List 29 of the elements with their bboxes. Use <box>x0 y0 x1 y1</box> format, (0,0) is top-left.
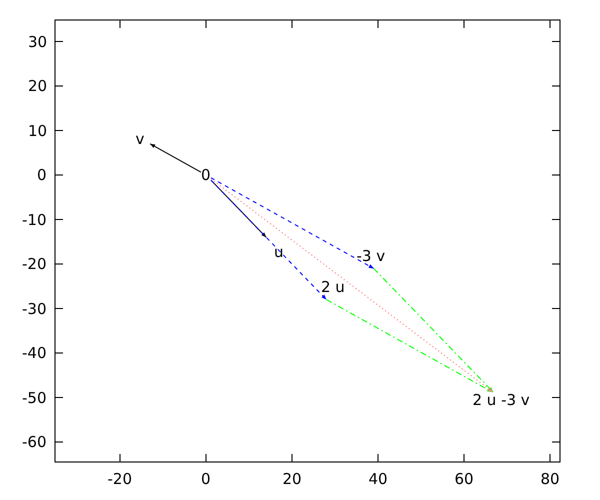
vector-label: v <box>136 131 150 147</box>
axis-tick-label: -60 <box>22 434 46 450</box>
axis-tick-label: -40 <box>22 345 46 361</box>
axis-tick-label: 60 <box>454 471 474 487</box>
vector-arrow <box>210 180 267 238</box>
axis-tick-label: 20 <box>28 78 48 94</box>
axis-tick-label: -30 <box>22 300 46 316</box>
axis-tick-label: 40 <box>368 471 388 487</box>
axis-tick-label: -20 <box>22 256 46 272</box>
axis-tick-label: -20 <box>108 471 132 487</box>
vector-label: u <box>266 237 284 260</box>
vector-label: 2 u -3 v <box>472 392 530 408</box>
vector-arrow <box>150 143 202 173</box>
vector-arrow <box>373 268 494 392</box>
axis-tick-label: 0 <box>201 471 211 487</box>
vector-arrow <box>210 178 494 392</box>
axis-tick-label: 20 <box>282 471 302 487</box>
axis-tick-label: 10 <box>28 122 48 138</box>
axis-tick-label: -50 <box>22 390 46 406</box>
axis-tick-label: 30 <box>28 34 48 50</box>
axis-tick-label: 0 <box>37 167 47 183</box>
axis-tick-label: -10 <box>22 212 46 228</box>
vector-label: -3 v <box>356 248 386 268</box>
axis-tick-label: 80 <box>540 471 560 487</box>
vector-arrow <box>210 180 327 300</box>
vector-arrow <box>210 177 374 269</box>
vector-label: 2 u <box>321 279 345 300</box>
vector-label: 0 <box>201 167 211 183</box>
vector-arrow <box>326 299 493 392</box>
